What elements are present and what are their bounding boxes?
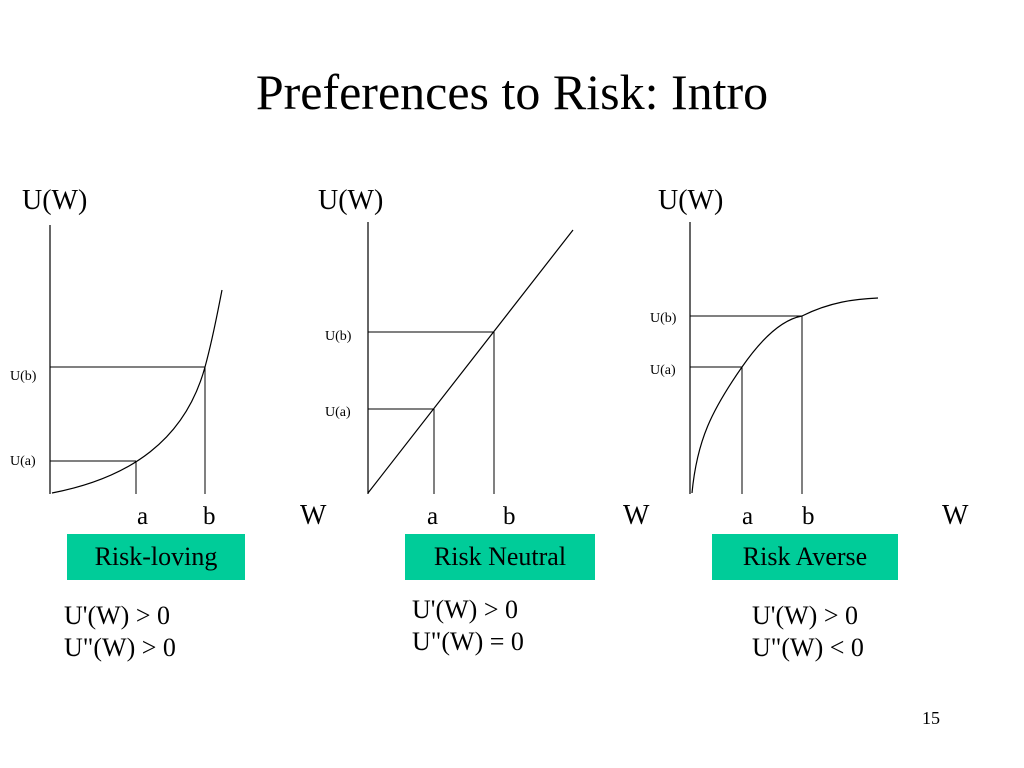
level-b-label: U(b) bbox=[325, 329, 352, 344]
badge-risk-neutral: Risk Neutral bbox=[405, 534, 595, 580]
level-b-label: U(b) bbox=[10, 369, 37, 384]
linear-utility-line bbox=[367, 229, 574, 494]
level-a-label: U(a) bbox=[10, 454, 36, 469]
first-derivative-condition: U'(W) > 0 bbox=[412, 595, 518, 624]
badge-risk-loving: Risk-loving bbox=[67, 534, 245, 580]
convex-utility-curve bbox=[51, 289, 223, 494]
x-axis-title: W bbox=[623, 500, 650, 531]
y-axis-title: U(W) bbox=[318, 185, 383, 216]
conditions-risk-loving: U'(W) > 0 U"(W) > 0 bbox=[64, 600, 176, 664]
y-axis-title: U(W) bbox=[22, 185, 87, 216]
first-derivative-condition: U'(W) > 0 bbox=[64, 601, 170, 630]
tick-b-label: b bbox=[802, 503, 815, 530]
conditions-risk-neutral: U'(W) > 0 U"(W) = 0 bbox=[412, 594, 524, 658]
level-b-label: U(b) bbox=[650, 311, 677, 326]
second-derivative-condition: U"(W) < 0 bbox=[752, 633, 864, 662]
tick-b-label: b bbox=[503, 503, 516, 530]
tick-a-label: a bbox=[742, 503, 753, 530]
slide-title: Preferences to Risk: Intro bbox=[255, 64, 769, 120]
tick-b-label: b bbox=[203, 503, 216, 530]
level-a-label: U(a) bbox=[325, 405, 351, 420]
slide-number: 15 bbox=[922, 708, 940, 728]
panel-risk-averse: U(W) U(b) U(a) a b W bbox=[650, 185, 969, 531]
level-a-label: U(a) bbox=[650, 363, 676, 378]
second-derivative-condition: U"(W) > 0 bbox=[64, 633, 176, 662]
conditions-risk-averse: U'(W) > 0 U"(W) < 0 bbox=[752, 600, 864, 664]
first-derivative-condition: U'(W) > 0 bbox=[752, 601, 858, 630]
badge-risk-averse: Risk Averse bbox=[712, 534, 898, 580]
concave-utility-curve bbox=[691, 297, 879, 494]
panel-risk-loving: U(W) U(b) U(a) a b W bbox=[10, 185, 327, 531]
second-derivative-condition: U"(W) = 0 bbox=[412, 627, 524, 656]
x-axis-title: W bbox=[942, 500, 969, 531]
y-axis-title: U(W) bbox=[658, 185, 723, 216]
tick-a-label: a bbox=[427, 503, 438, 530]
tick-a-label: a bbox=[137, 503, 148, 530]
panel-risk-neutral: U(W) U(b) U(a) a b W bbox=[318, 185, 650, 531]
x-axis-title: W bbox=[300, 500, 327, 531]
